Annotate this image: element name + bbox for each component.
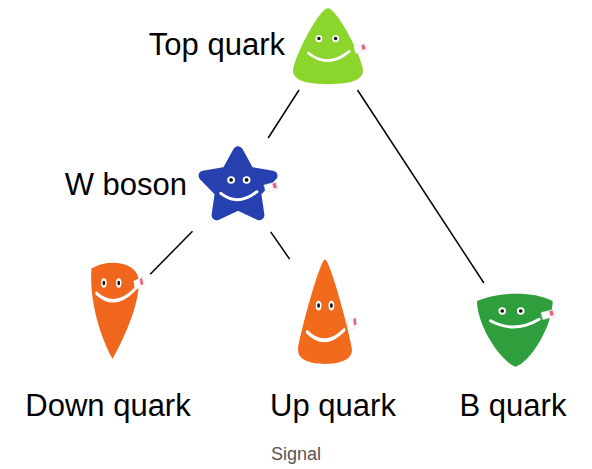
plush-tag — [347, 317, 358, 331]
plush-tag — [354, 43, 367, 53]
particle-label: W boson — [65, 167, 187, 203]
decay-line — [268, 90, 299, 138]
plush-toy — [293, 255, 357, 365]
plush-tag — [264, 182, 278, 193]
pupil — [317, 37, 320, 41]
smile — [490, 319, 539, 327]
plush-tag-mark — [361, 44, 365, 49]
pupil — [245, 178, 249, 182]
eye — [101, 278, 107, 287]
eye — [517, 307, 525, 314]
particle-label: Down quark — [25, 388, 190, 424]
particle-label: B quark — [460, 388, 567, 424]
eye — [116, 278, 122, 287]
decay-line — [271, 232, 290, 259]
smile — [96, 289, 134, 301]
plush-toy — [472, 288, 556, 370]
particle-node: W boson — [65, 143, 281, 227]
particle-node: Top quark — [149, 5, 366, 85]
pupil — [317, 303, 320, 308]
eye — [332, 35, 339, 42]
smile — [221, 192, 257, 200]
smile — [307, 330, 344, 340]
particle-label: Top quark — [149, 27, 285, 63]
pupil — [330, 303, 333, 308]
eye — [329, 301, 335, 311]
plush-toy — [195, 143, 281, 227]
eye — [316, 301, 322, 311]
plush-tag-mark — [140, 278, 143, 285]
eye — [498, 307, 506, 314]
particle-node: Up quark — [270, 255, 396, 424]
plush-tag-mark — [549, 310, 554, 316]
plush-body — [204, 151, 273, 215]
plush-tag-mark — [272, 183, 277, 189]
plush-tag — [134, 277, 144, 290]
eye — [243, 176, 251, 184]
pupil — [229, 178, 233, 182]
decay-line — [150, 231, 192, 274]
particle-node: B quark — [460, 288, 567, 424]
figure-caption: Signal — [271, 444, 321, 465]
eye — [227, 176, 235, 184]
plush-toy — [84, 258, 146, 362]
smile — [308, 51, 349, 60]
plush-body — [293, 8, 363, 84]
eye — [315, 35, 322, 42]
plush-toy — [290, 5, 366, 85]
pupil — [102, 281, 105, 286]
plush-tag-mark — [353, 318, 356, 326]
plush-body — [91, 263, 139, 359]
particle-label: Up quark — [270, 388, 396, 424]
pupil — [117, 281, 120, 286]
pupil — [519, 309, 523, 313]
plush-body — [298, 259, 352, 364]
particle-node: Down quark — [25, 258, 190, 424]
pupil — [500, 309, 504, 313]
pupil — [334, 37, 337, 41]
decay-line — [358, 90, 484, 283]
plush-tag — [541, 309, 555, 319]
plush-body — [477, 294, 553, 367]
